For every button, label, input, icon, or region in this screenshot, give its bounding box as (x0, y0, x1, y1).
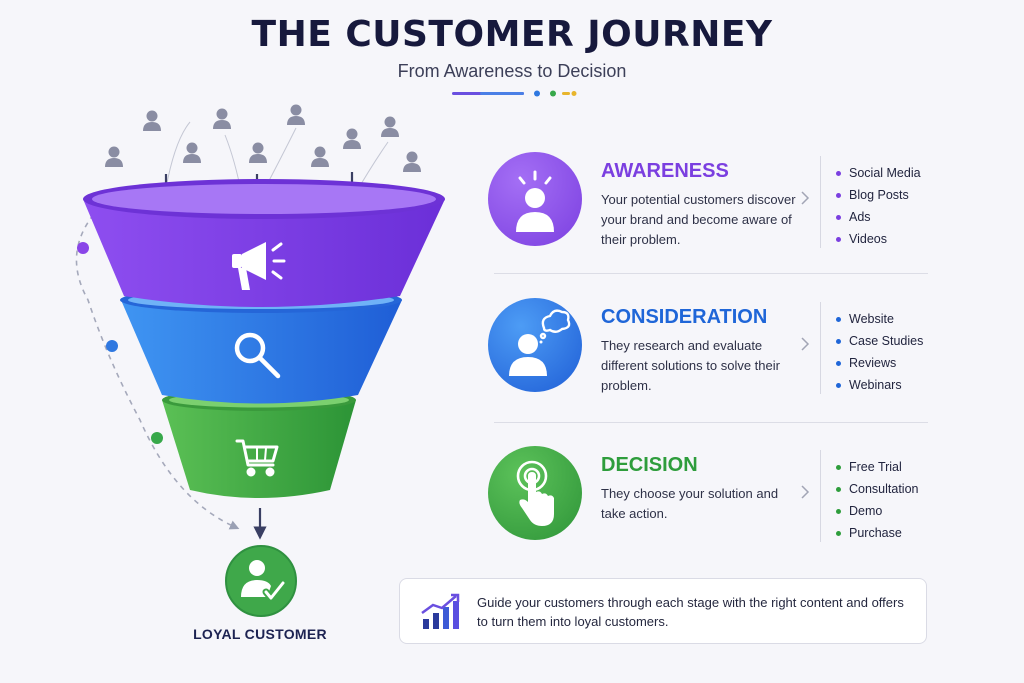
list-item: Case Studies (836, 330, 923, 352)
loyal-customer-badge (225, 545, 297, 617)
person-icon (343, 128, 361, 149)
person-icon (183, 142, 201, 163)
list-item: Demo (836, 500, 919, 522)
hand-click-icon (516, 460, 554, 526)
footer-note: Guide your customers through each stage … (399, 578, 927, 644)
footer-text: Guide your customers through each stage … (477, 595, 904, 629)
stage-divider (820, 156, 821, 248)
funnel-diagram (75, 104, 445, 617)
growth-chart-icon (421, 593, 460, 629)
person-thinking-icon (509, 309, 571, 376)
stage-awareness-channels: Social Media Blog Posts Ads Videos (836, 162, 921, 250)
funnel-tier-decision (162, 389, 356, 498)
loyal-customer-label: LOYAL CUSTOMER (193, 626, 327, 642)
list-item: Videos (836, 228, 921, 250)
list-item: Webinars (836, 374, 923, 396)
stage-consideration: CONSIDERATION They research and evaluate… (486, 298, 926, 408)
stage-decision-description: They choose your solution and take actio… (601, 486, 779, 521)
person-icon (287, 104, 305, 125)
header: THE CUSTOMER JOURNEY From Awareness to D… (0, 14, 1024, 82)
stage-decision-channels: Free Trial Consultation Demo Purchase (836, 456, 919, 544)
stage-decision-title: DECISION (601, 454, 698, 476)
list-item: Ads (836, 206, 921, 228)
list-item: Blog Posts (836, 184, 921, 206)
stage-awareness-description: Your potential customers discover your b… (601, 192, 796, 247)
person-icon (381, 116, 399, 137)
list-item: Purchase (836, 522, 919, 544)
stage-divider (820, 450, 821, 542)
person-icon (403, 151, 421, 172)
stage-awareness-badge (488, 152, 582, 246)
stage-consideration-badge (488, 298, 582, 392)
section-divider (494, 273, 928, 274)
list-item: Reviews (836, 352, 923, 374)
stage-decision: DECISION They choose your solution and t… (486, 446, 926, 556)
stage-consideration-title: CONSIDERATION (601, 306, 768, 328)
stage-consideration-description: They research and evaluate different sol… (601, 338, 780, 393)
stage-decision-badge (488, 446, 582, 540)
person-icon (213, 108, 231, 129)
journey-dot-consideration (106, 340, 118, 352)
person-icon (249, 142, 267, 163)
journey-dot-awareness (77, 242, 89, 254)
title-divider (452, 90, 577, 97)
stage-awareness-title: AWARENESS (601, 160, 729, 182)
list-item: Free Trial (836, 456, 919, 478)
shopping-cart-icon (235, 439, 279, 477)
person-icon (311, 146, 329, 167)
list-item: Website (836, 308, 923, 330)
funnel-tier-awareness (83, 179, 445, 307)
person-icon (105, 146, 123, 167)
person-idea-icon (516, 170, 554, 232)
section-divider (494, 422, 928, 423)
chevron-right-icon (801, 337, 810, 351)
list-item: Consultation (836, 478, 919, 500)
list-item: Social Media (836, 162, 921, 184)
megaphone-icon (232, 242, 286, 290)
journey-dot-decision (151, 432, 163, 444)
stage-divider (820, 302, 821, 394)
page-subtitle: From Awareness to Decision (397, 61, 627, 81)
chevron-right-icon (801, 485, 810, 499)
chevron-right-icon (801, 191, 810, 205)
stage-awareness: AWARENESS Your potential customers disco… (486, 152, 926, 262)
page-title: THE CUSTOMER JOURNEY (251, 14, 773, 55)
person-icon (143, 110, 161, 131)
magnifier-icon (234, 332, 281, 379)
people-group (105, 104, 421, 172)
stage-consideration-channels: Website Case Studies Reviews Webinars (836, 308, 923, 396)
